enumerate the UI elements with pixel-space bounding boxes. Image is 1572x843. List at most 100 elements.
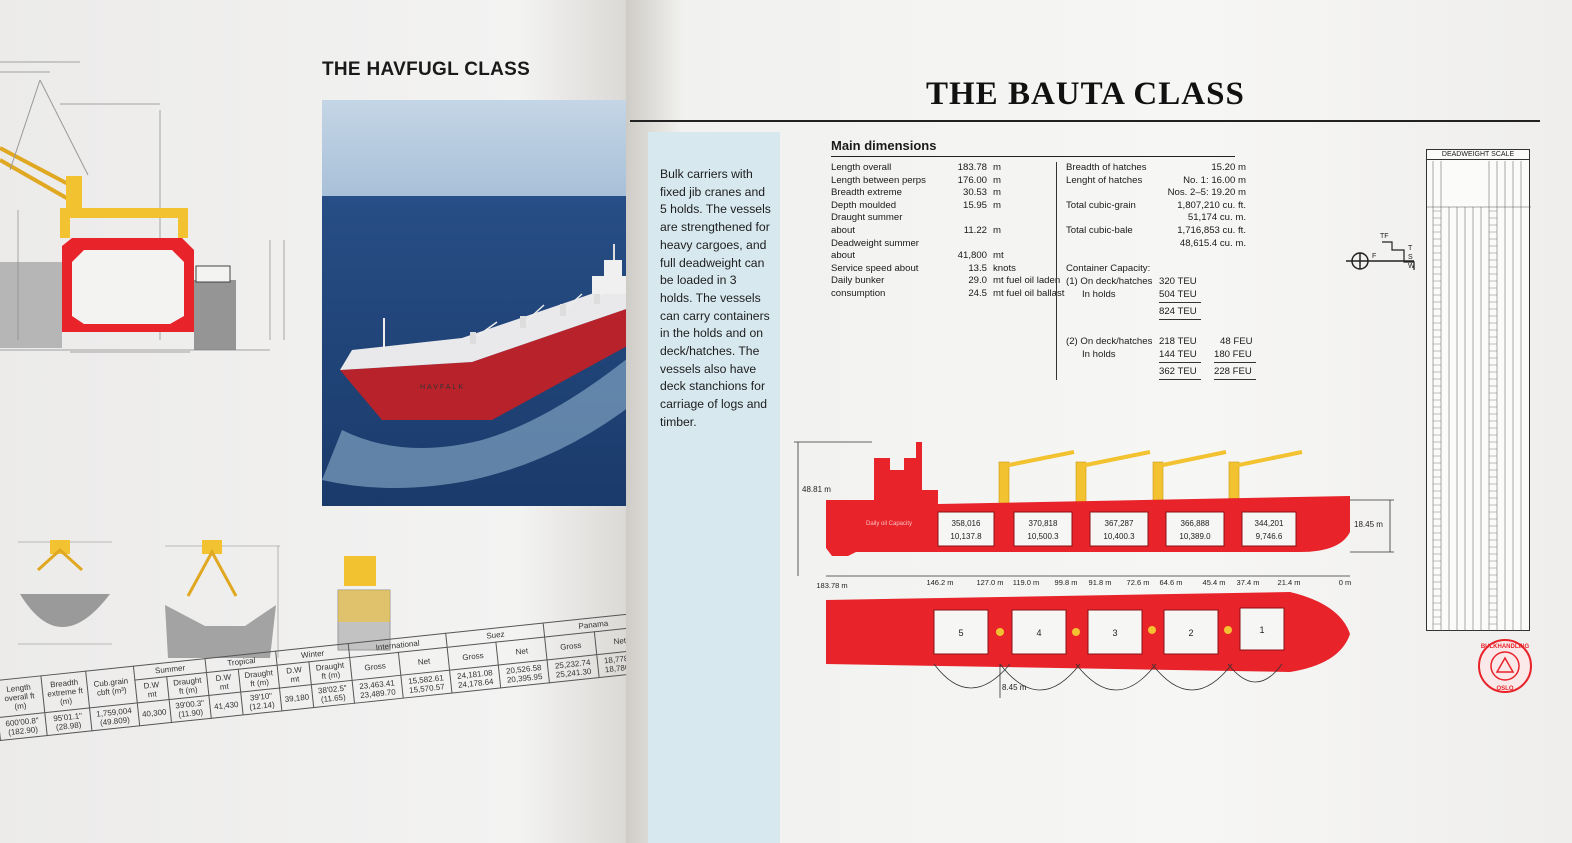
crane-1	[998, 461, 1010, 507]
hatch-value: 1,807,210 cu. ft.	[1177, 199, 1246, 211]
hatch-value: No. 1: 16.00 m	[1183, 174, 1246, 186]
hatch-value: 1,716,853 cu. ft.	[1177, 224, 1246, 236]
list-item: Total cubic-grain 1,807,210 cu. ft.	[1066, 200, 1246, 213]
hold-number: 4	[1036, 628, 1041, 638]
hold-number: 2	[1188, 628, 1193, 638]
main-dimensions-list: Length overall 183.78 m Length between per…	[831, 162, 1064, 301]
list-item: Length overall 183.78 m	[831, 162, 1064, 175]
hatch-label: Total cubic-grain	[1066, 199, 1136, 211]
container-c2-total-feu: 228 FEU	[1214, 366, 1256, 380]
grab-drawings	[18, 540, 391, 658]
hold-cbm: 10,137.8	[950, 532, 982, 541]
dimension-label: Daily bunker	[831, 275, 885, 287]
hold-profile-4	[1013, 511, 1073, 547]
hold-cbft: 344,201	[1255, 519, 1284, 528]
dimension-unit: m	[993, 162, 1001, 173]
hatch-value: 15.20 m	[1211, 162, 1246, 173]
grab-2-head	[202, 540, 222, 554]
crane-reach-label: 8.45 m	[1002, 683, 1027, 692]
dimension-unit: m	[993, 187, 1001, 199]
hatch-label: Lenght of hatches	[1066, 174, 1143, 186]
dimension-label: Length overall	[831, 162, 892, 173]
hatch-value: 51,174 cu. m.	[1187, 212, 1246, 224]
hold-plan-4	[1011, 609, 1067, 655]
dimension-unit: m	[993, 174, 1001, 186]
station-label: 64.6 m	[1160, 578, 1183, 587]
station-label: 119.0 m	[1013, 578, 1040, 587]
hold-plan-3	[1087, 609, 1143, 655]
station-label: 91.8 m	[1089, 578, 1112, 587]
container-c2-teu: 218 TEU	[1159, 336, 1197, 347]
grab-3-head	[344, 556, 376, 586]
hold-cbm: 10,400.3	[1103, 532, 1135, 541]
bulkhandling-logo: BULKHANDLING OSLO	[1478, 639, 1532, 693]
container-c2-label: (2) On deck/hatches	[1066, 336, 1153, 347]
container-c1-value: 320 TEU	[1159, 276, 1197, 287]
crane-3	[1152, 461, 1164, 507]
dimension-unit: knots	[993, 262, 1016, 274]
hatch-value: Nos. 2–5: 19.20 m	[1167, 187, 1246, 199]
dimension-unit: mt fuel oil laden	[993, 275, 1061, 287]
dimension-value: 176.00	[957, 174, 987, 186]
hold-plan-2	[1163, 609, 1219, 655]
container-c2-holds-teu: 144 TEU	[1159, 349, 1201, 363]
container-c1-total: 824 TEU	[1159, 306, 1201, 320]
hatch-label: Total cubic-bale	[1066, 224, 1133, 236]
list-item: Nos. 2–5: 19.20 m	[1066, 187, 1246, 200]
container-c2-total-teu: 362 TEU	[1159, 366, 1201, 380]
dimension-label: Depth moulded	[831, 199, 897, 211]
grab-1-head	[50, 540, 70, 554]
profile-depth-label: 18.45 m	[1354, 520, 1383, 529]
container-c1-holds-value: 504 TEU	[1159, 289, 1201, 303]
container-c1-holds-label: In holds	[1082, 289, 1116, 300]
dimension-value: 29.0	[968, 275, 987, 287]
dimension-label: about	[831, 250, 856, 262]
dimension-value: 11.22	[963, 224, 987, 236]
station-label: 0 m	[1339, 578, 1352, 587]
dimension-value: 15.95	[962, 199, 987, 211]
deadweight-scale: DEADWEIGHT SCALE	[1426, 149, 1531, 631]
dimension-value: 30.53	[962, 187, 987, 199]
logo-top-text: BULKHANDLING	[1481, 644, 1530, 650]
dimension-label: Service speed about	[831, 262, 919, 274]
container-c1-label: (1) On deck/hatches	[1066, 276, 1153, 287]
dimension-value: 13.5	[968, 262, 987, 274]
hold-number: 5	[958, 628, 963, 638]
list-item: 48,615.4 cu. m.	[1066, 238, 1246, 251]
dimension-label: Length between perps	[831, 174, 926, 186]
hold-profile-2	[1165, 511, 1225, 547]
main-dimensions-rule	[831, 156, 1235, 157]
dimension-value: 24.5	[968, 287, 987, 299]
container-c2-feu: 48 FEU	[1220, 336, 1253, 347]
container-c2-holds-label: In holds	[1082, 349, 1116, 360]
ship-hull-name: HAVFALK	[420, 384, 465, 391]
dimension-label: Draught summer	[831, 212, 903, 224]
intro-text: Bulk carriers with fixed jib cranes and …	[660, 167, 771, 429]
left-page: THE HAVFUGL CLASS	[0, 0, 650, 843]
station-label: 99.8 m	[1055, 578, 1078, 587]
title-rule	[630, 120, 1540, 122]
hold-cbft: 367,287	[1105, 519, 1134, 528]
deadweight-scale-grid	[1427, 161, 1531, 631]
dimension-unit: m	[993, 224, 1001, 236]
hold-cbm: 9,746.6	[1256, 532, 1283, 541]
station-label: 45.4 m	[1203, 578, 1226, 587]
hold-plan-1	[1239, 607, 1285, 651]
column-divider	[1056, 162, 1057, 380]
hold-profile-1	[1241, 511, 1297, 547]
dimension-value: 41,800	[957, 250, 987, 262]
hatch-value: 48,615.4 cu. m.	[1179, 237, 1246, 249]
container-c2-holds-feu: 180 FEU	[1214, 349, 1256, 363]
hold-cbft: 366,888	[1181, 519, 1210, 528]
dimension-value: 183.78	[957, 162, 987, 173]
hold-number: 3	[1112, 628, 1117, 638]
list-item: Length between perps 176.00 m	[831, 175, 1064, 188]
dimension-label: consumption	[831, 287, 886, 299]
